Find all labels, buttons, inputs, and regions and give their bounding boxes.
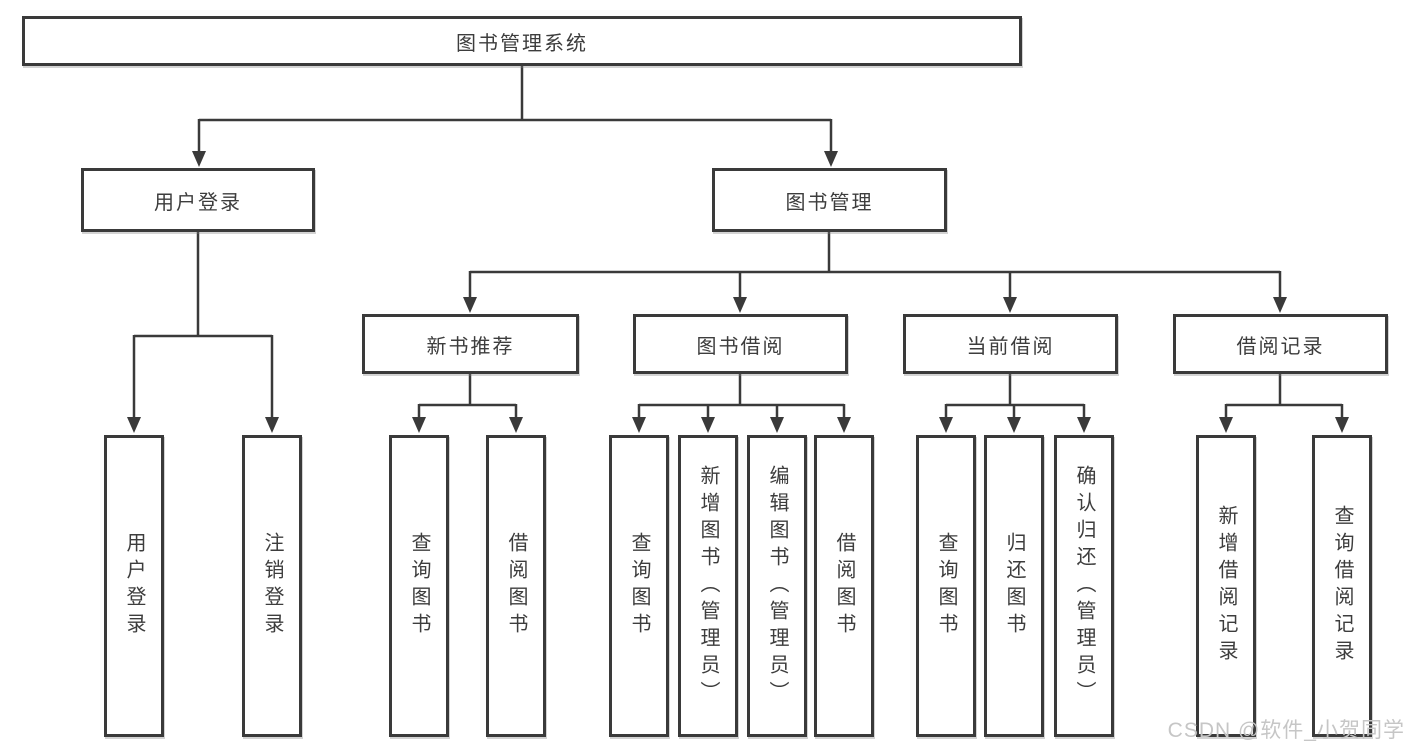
arrowheads <box>127 151 1349 433</box>
node-leaf-query-books-2: 查询图书 <box>609 435 669 737</box>
node-book-borrowing-label: 图书借阅 <box>696 335 785 358</box>
node-leaf-add-book-admin: 新增图书（管理员） <box>678 435 738 737</box>
node-new-book-recommend: 新书推荐 <box>362 314 579 374</box>
node-leaf-return-books: 归还图书 <box>984 435 1044 737</box>
node-leaf-query-books-1-label: 查询图书 <box>408 532 430 640</box>
node-leaf-add-book-admin-label: 新增图书（管理员） <box>697 464 719 708</box>
node-leaf-query-books-3: 查询图书 <box>916 435 976 737</box>
node-current-borrowing-label: 当前借阅 <box>966 335 1055 358</box>
node-library-system: 图书管理系统 <box>22 16 1022 66</box>
node-leaf-borrow-books-2-label: 借阅图书 <box>833 532 855 640</box>
node-leaf-user-login-label: 用户登录 <box>123 532 145 640</box>
node-leaf-logout: 注销登录 <box>242 435 302 737</box>
node-leaf-confirm-return-admin-label: 确认归还（管理员） <box>1073 464 1095 708</box>
node-leaf-logout-label: 注销登录 <box>261 532 283 640</box>
node-leaf-user-login: 用户登录 <box>104 435 164 737</box>
node-borrowing-records: 借阅记录 <box>1173 314 1388 374</box>
node-leaf-confirm-return-admin: 确认归还（管理员） <box>1054 435 1114 737</box>
node-leaf-borrow-books-1: 借阅图书 <box>486 435 546 737</box>
node-borrowing-records-label: 借阅记录 <box>1236 335 1325 358</box>
node-library-system-label: 图书管理系统 <box>456 32 588 55</box>
node-leaf-query-borrow-record-label: 查询借阅记录 <box>1331 505 1353 667</box>
node-leaf-edit-book-admin: 编辑图书（管理员） <box>747 435 807 737</box>
node-leaf-add-borrow-record-label: 新增借阅记录 <box>1215 505 1237 667</box>
node-user-login-label: 用户登录 <box>154 191 242 214</box>
node-leaf-edit-book-admin-label: 编辑图书（管理员） <box>766 464 788 708</box>
node-current-borrowing: 当前借阅 <box>903 314 1118 374</box>
node-leaf-query-books-2-label: 查询图书 <box>628 532 650 640</box>
node-leaf-query-books-1: 查询图书 <box>389 435 449 737</box>
node-book-borrowing: 图书借阅 <box>633 314 848 374</box>
node-leaf-query-books-3-label: 查询图书 <box>935 532 957 640</box>
node-leaf-borrow-books-1-label: 借阅图书 <box>505 532 527 640</box>
node-leaf-add-borrow-record: 新增借阅记录 <box>1196 435 1256 737</box>
node-new-book-recommend-label: 新书推荐 <box>426 335 515 358</box>
node-leaf-borrow-books-2: 借阅图书 <box>814 435 874 737</box>
node-leaf-query-borrow-record: 查询借阅记录 <box>1312 435 1372 737</box>
node-user-login: 用户登录 <box>81 168 315 232</box>
node-leaf-return-books-label: 归还图书 <box>1003 532 1025 640</box>
csdn-watermark: CSDN @软件_小贺同学 <box>1167 719 1405 742</box>
node-book-management: 图书管理 <box>712 168 947 232</box>
node-book-management-label: 图书管理 <box>785 191 874 214</box>
